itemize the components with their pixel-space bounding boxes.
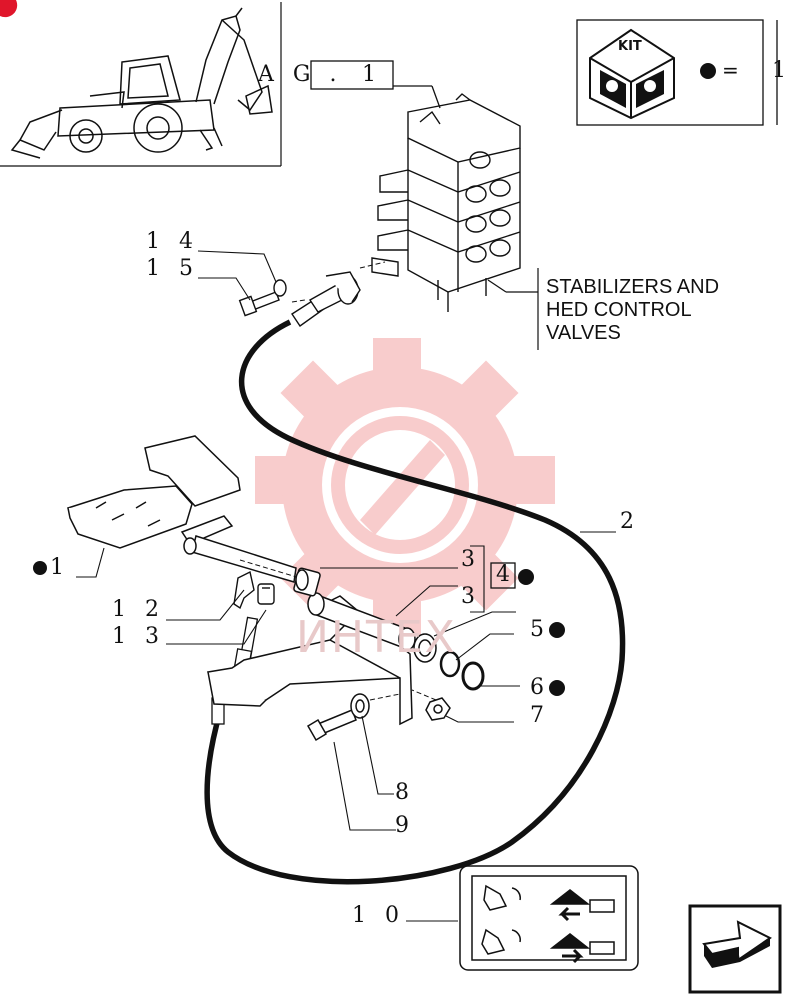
bushing-13 [257, 583, 275, 605]
watermark-text: ИНТЕХ [296, 612, 457, 663]
callout-9: 9 [395, 813, 415, 838]
bushing-3-upper [293, 567, 321, 597]
bolt-15 [238, 291, 280, 317]
next-page-arrow-icon[interactable] [688, 904, 782, 994]
callout-8: 8 [395, 780, 415, 805]
washer-14 [273, 279, 287, 297]
callout-5: 5 [530, 617, 550, 642]
callout-14: 1 4 [146, 229, 199, 254]
callout-13: 1 3 [112, 624, 165, 649]
watermark-gear [255, 338, 555, 635]
washer-8 [350, 693, 370, 719]
callout-4-box [490, 562, 516, 589]
callout-12: 1 2 [112, 597, 165, 622]
kit-label: KIT [618, 39, 642, 54]
kit-box [576, 19, 778, 126]
reference-value: 1 [362, 62, 382, 87]
cable-end-fitting [291, 271, 361, 327]
callout-10: 1 0 [352, 903, 405, 928]
note-line-1: STABILIZERS AND [546, 276, 720, 298]
pivot-tube [307, 592, 416, 651]
reference-prefix: A G . [258, 62, 343, 87]
callout-2: 2 [620, 509, 640, 534]
backhoe-loader-illustration [10, 7, 273, 159]
bushing-3-lower [413, 633, 437, 663]
machine-illustration-frame [0, 2, 282, 167]
callout-7: 7 [530, 703, 550, 728]
reference-box [310, 60, 441, 109]
pedal-assembly [67, 435, 297, 583]
ring-6 [461, 661, 485, 691]
kit-cube-icon [589, 28, 675, 120]
nut-7 [425, 697, 451, 721]
callout-bullets [33, 561, 565, 696]
note-line-3: VALVES [546, 322, 621, 344]
note-bracket [487, 268, 539, 350]
callout-1: 1 [50, 555, 70, 580]
kit-equals: = [722, 58, 739, 82]
corner-badge [0, 0, 18, 18]
callout-4: 4 [496, 562, 510, 587]
callout-15: 1 5 [146, 256, 199, 281]
callout-6: 6 [530, 675, 550, 700]
control-decal-icon [459, 865, 639, 971]
callout-3-upper: 3 [461, 547, 481, 572]
washer-5 [439, 650, 461, 678]
bolt-9 [306, 709, 357, 742]
callout-3-lower: 3 [461, 584, 481, 609]
note-line-2: HED CONTROL [546, 299, 692, 321]
kit-quantity: 1 [772, 58, 788, 83]
control-valve-block [371, 93, 521, 312]
kit-bullet [700, 63, 716, 79]
note-text: STABILIZERS AND HED CONTROL VALVES [546, 276, 719, 345]
leader-lines [76, 250, 616, 922]
control-cable [204, 319, 626, 885]
